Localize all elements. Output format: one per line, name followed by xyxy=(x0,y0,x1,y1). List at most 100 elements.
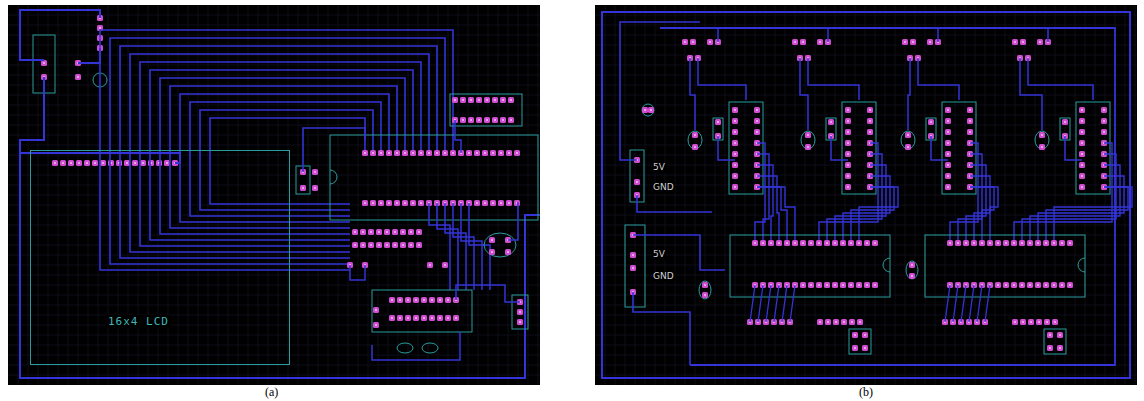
pad-hole xyxy=(802,41,804,43)
copper-trace xyxy=(969,285,974,322)
solder-pad xyxy=(386,150,392,156)
pad-hole xyxy=(704,284,706,286)
solder-pad xyxy=(466,150,472,156)
pad-hole xyxy=(1045,242,1047,244)
pad-hole xyxy=(126,162,128,164)
solder-pad xyxy=(867,129,873,135)
pad-hole xyxy=(354,231,356,233)
pad-hole xyxy=(491,239,493,241)
pad-hole xyxy=(847,186,849,188)
pad-hole xyxy=(929,41,931,43)
solder-pad xyxy=(732,151,738,157)
grid-line xyxy=(595,25,1137,26)
solder-pad xyxy=(692,132,698,138)
pad-hole xyxy=(636,181,638,183)
pad-hole xyxy=(1013,242,1015,244)
copper-trace xyxy=(808,58,859,100)
pad-hole xyxy=(1041,146,1043,148)
solder-pad xyxy=(437,315,443,321)
solder-pad xyxy=(945,162,951,168)
copper-trace xyxy=(130,54,429,252)
pad-hole xyxy=(1045,284,1047,286)
pad-hole xyxy=(1103,131,1105,133)
pad-hole xyxy=(516,152,518,154)
silkscreen-outline xyxy=(1076,102,1110,194)
pad-hole xyxy=(869,120,871,122)
pad-hole xyxy=(1021,284,1023,286)
pad-hole xyxy=(847,142,849,144)
solder-pad xyxy=(370,200,376,206)
copper-trace xyxy=(508,203,518,240)
board-ground xyxy=(8,5,540,385)
copper-trace xyxy=(698,58,746,100)
grid-line xyxy=(8,305,540,306)
pad-hole xyxy=(858,242,860,244)
solder-pad xyxy=(732,140,738,146)
copper-trace xyxy=(110,38,445,264)
solder-pad xyxy=(68,160,74,166)
pad-hole xyxy=(1081,175,1083,177)
solder-pad xyxy=(824,240,830,246)
pad-hole xyxy=(444,152,446,154)
pad-hole xyxy=(1049,347,1051,349)
pcb-panel-a xyxy=(8,5,540,385)
grid-line xyxy=(595,105,1137,106)
solder-pad xyxy=(867,118,873,124)
pad-hole xyxy=(444,264,446,266)
silkscreen-outline xyxy=(512,295,528,329)
grid-line xyxy=(8,105,540,106)
solder-pad xyxy=(410,200,416,206)
solder-pad xyxy=(841,319,847,325)
pad-hole xyxy=(911,275,913,277)
solder-pad xyxy=(1044,319,1050,325)
pin-name: 5V xyxy=(652,250,666,260)
pad-hole xyxy=(378,244,380,246)
pad-hole xyxy=(429,264,431,266)
copper-trace xyxy=(945,285,950,322)
solder-pad xyxy=(492,117,498,123)
solder-pad xyxy=(967,107,973,113)
copper-trace xyxy=(210,118,365,204)
solder-pad xyxy=(857,319,863,325)
led-outline xyxy=(642,104,654,116)
capacitor-outline xyxy=(801,131,815,149)
solder-pad xyxy=(856,240,862,246)
pad-hole xyxy=(1069,284,1071,286)
pad-hole xyxy=(1037,242,1039,244)
pcb-panel-b xyxy=(595,5,1137,385)
pad-hole xyxy=(907,146,909,148)
copper-trace xyxy=(461,203,482,290)
solder-pad xyxy=(373,307,379,313)
solder-pad xyxy=(426,150,432,156)
pad-hole xyxy=(428,152,430,154)
solder-pad xyxy=(1011,240,1017,246)
grid-line xyxy=(595,45,1137,46)
solder-pad xyxy=(817,39,823,45)
pad-hole xyxy=(709,41,711,43)
ic-notch xyxy=(1078,258,1085,272)
pad-hole xyxy=(869,109,871,111)
pad-hole xyxy=(650,109,652,111)
solder-pad xyxy=(1047,345,1053,351)
copper-trace xyxy=(372,332,460,360)
solder-pad xyxy=(1035,282,1041,288)
pad-hole xyxy=(734,131,736,133)
solder-pad xyxy=(1043,282,1049,288)
solder-pad xyxy=(1079,140,1085,146)
pad-hole xyxy=(439,299,441,301)
solder-pad xyxy=(489,249,495,255)
solder-pad xyxy=(792,39,798,45)
pad-hole xyxy=(404,202,406,204)
solder-pad xyxy=(1035,240,1041,246)
grid-line xyxy=(595,205,1137,206)
pad-hole xyxy=(43,62,45,64)
solder-pad xyxy=(1020,39,1026,45)
solder-pad xyxy=(100,160,106,166)
solder-pad xyxy=(715,119,721,125)
pad-hole xyxy=(420,152,422,154)
solder-pad xyxy=(384,229,390,235)
pad-hole xyxy=(70,162,72,164)
solder-pad xyxy=(967,129,973,135)
solder-pad xyxy=(108,160,114,166)
copper-trace xyxy=(1020,58,1042,130)
